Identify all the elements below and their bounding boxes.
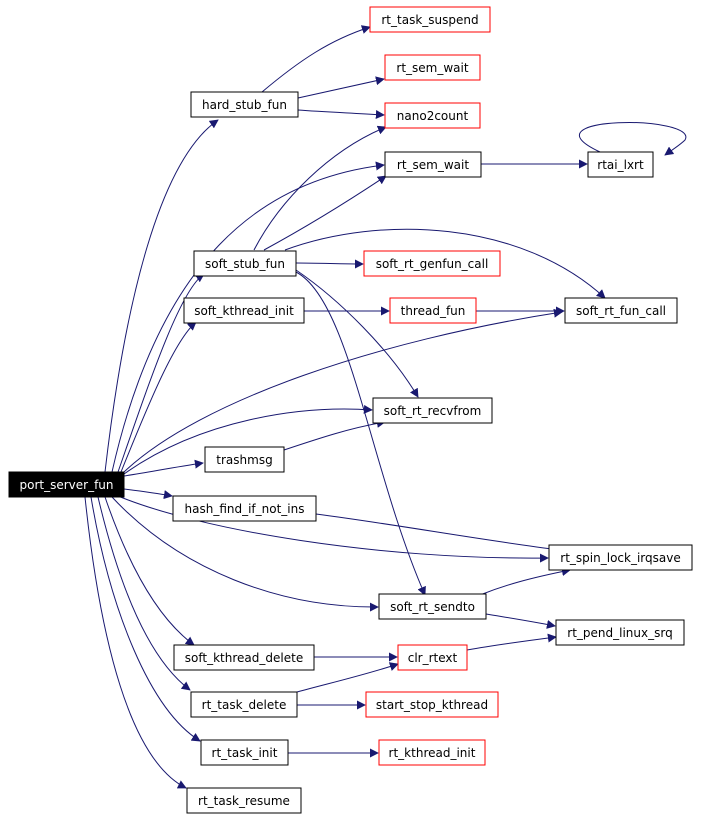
svg-text:clr_rtext: clr_rtext: [408, 651, 458, 665]
svg-text:hard_stub_fun: hard_stub_fun: [202, 98, 287, 112]
node-soft-rt-fun-call[interactable]: soft_rt_fun_call: [564, 297, 678, 324]
edge-port-to-soft-rt-sendto: [111, 496, 379, 612]
svg-text:rt_pend_linux_srq: rt_pend_linux_srq: [567, 626, 672, 640]
node-rt-task-suspend[interactable]: rt_task_suspend: [369, 6, 491, 33]
edge-trashmsg-to-soft-rt-recvfrom: [283, 418, 386, 451]
edge-port-to-trashmsg: [123, 459, 204, 477]
edge-soft-stub-to-rt-sem-wait-2: [263, 175, 387, 251]
node-rt-task-resume[interactable]: rt_task_resume: [186, 787, 302, 814]
edge-port-to-soft-rt-fun-call: [123, 308, 563, 473]
node-hash-find-if-not-ins[interactable]: hash_find_if_not_ins: [172, 495, 317, 522]
node-soft-rt-recvfrom[interactable]: soft_rt_recvfrom: [372, 397, 493, 424]
node-clr-rtext[interactable]: clr_rtext: [397, 644, 468, 671]
edge-port-to-rt-sem-wait-2: [111, 161, 385, 473]
svg-text:soft_stub_fun: soft_stub_fun: [205, 257, 285, 271]
edge-port-to-rt-task-init: [90, 496, 201, 742]
edge-soft-stub-to-soft-rt-recvfrom: [295, 269, 419, 398]
node-thread-fun[interactable]: thread_fun: [389, 297, 477, 324]
edge-soft-stub-to-soft-rt-genfun-call: [295, 259, 364, 269]
svg-text:rt_task_init: rt_task_init: [212, 746, 278, 760]
node-rt-pend-linux-srq[interactable]: rt_pend_linux_srq: [555, 619, 685, 646]
edge-sendto-to-rt-pend-linux-srq: [485, 613, 556, 629]
node-trashmsg[interactable]: trashmsg: [204, 446, 285, 473]
node-soft-kthread-delete[interactable]: soft_kthread_delete: [173, 644, 315, 671]
svg-text:rt_task_resume: rt_task_resume: [198, 794, 290, 808]
node-rt-task-init[interactable]: rt_task_init: [200, 739, 289, 766]
svg-text:start_stop_kthread: start_stop_kthread: [376, 698, 488, 712]
edge-port-to-hard-stub: [104, 119, 219, 473]
svg-text:soft_rt_genfun_call: soft_rt_genfun_call: [376, 257, 489, 271]
edge-port-to-hash-find: [123, 488, 173, 500]
edge-hard-stub-to-rt-sem-wait-1: [297, 76, 385, 99]
node-rtai-lxrt[interactable]: rtai_lxrt: [587, 151, 654, 178]
edge-hard-stub-to-rt-task-suspend: [261, 25, 371, 93]
node-soft-kthread-init[interactable]: soft_kthread_init: [183, 297, 305, 324]
svg-text:trashmsg: trashmsg: [216, 453, 272, 467]
svg-text:rt_task_delete: rt_task_delete: [202, 698, 287, 712]
node-rt-task-delete[interactable]: rt_task_delete: [190, 691, 298, 718]
edge-soft-stub-to-nano2count: [253, 125, 387, 251]
edge-port-to-rt-task-delete: [97, 496, 191, 691]
node-nano2count[interactable]: nano2count: [384, 102, 481, 129]
edge-port-to-rt-task-resume: [84, 496, 187, 789]
svg-text:rtai_lxrt: rtai_lxrt: [597, 158, 644, 172]
edge-rt-task-delete-to-clr-rtext: [296, 662, 399, 693]
node-rt-sem-wait-2[interactable]: rt_sem_wait: [384, 151, 482, 178]
node-soft-stub-fun[interactable]: soft_stub_fun: [193, 250, 297, 277]
svg-text:rt_sem_wait: rt_sem_wait: [396, 61, 468, 75]
svg-text:soft_kthread_delete: soft_kthread_delete: [185, 651, 303, 665]
svg-text:soft_rt_fun_call: soft_rt_fun_call: [576, 304, 666, 318]
node-rt-spin-lock-irqsave[interactable]: rt_spin_lock_irqsave: [548, 544, 693, 571]
svg-text:soft_rt_recvfrom: soft_rt_recvfrom: [384, 404, 482, 418]
node-hard-stub-fun[interactable]: hard_stub_fun: [190, 91, 299, 118]
edge-port-to-soft-kthread-init: [120, 321, 197, 473]
edge-port-to-soft-stub: [117, 273, 205, 473]
edge-soft-stub-to-soft-rt-sendto: [295, 271, 426, 596]
node-soft-rt-genfun-call[interactable]: soft_rt_genfun_call: [363, 250, 501, 277]
edge-port-to-soft-rt-recvfrom: [123, 404, 373, 475]
svg-text:rt_kthread_init: rt_kthread_init: [389, 746, 476, 760]
node-rt-sem-wait-1[interactable]: rt_sem_wait: [384, 54, 481, 81]
edge-hash-find-to-rt-spin-lock: [315, 513, 561, 554]
svg-text:rt_task_suspend: rt_task_suspend: [381, 13, 478, 27]
edge-port-to-rt-spin-lock: [117, 495, 549, 563]
node-start-stop-kthread[interactable]: start_stop_kthread: [365, 691, 499, 718]
svg-text:thread_fun: thread_fun: [401, 304, 466, 318]
edge-port-to-soft-kthread-delete: [104, 496, 195, 646]
edge-rtai-lxrt-self-loop: [579, 122, 687, 156]
svg-text:rt_sem_wait: rt_sem_wait: [397, 158, 469, 172]
node-rt-kthread-init[interactable]: rt_kthread_init: [378, 739, 486, 766]
svg-text:hash_find_if_not_ins: hash_find_if_not_ins: [185, 502, 305, 516]
node-soft-rt-sendto[interactable]: soft_rt_sendto: [378, 593, 487, 620]
edge-soft-stub-to-soft-rt-fun-call: [284, 228, 606, 299]
edge-clr-rtext-to-rt-pend-linux-srq: [466, 633, 557, 651]
node-port-server-fun[interactable]: port_server_fun: [8, 471, 125, 498]
svg-text:soft_kthread_init: soft_kthread_init: [194, 304, 294, 318]
edge-sendto-to-rt-spin-lock: [479, 567, 571, 596]
svg-text:soft_rt_sendto: soft_rt_sendto: [390, 600, 475, 614]
edge-hard-stub-to-nano2count: [297, 109, 385, 119]
svg-text:rt_spin_lock_irqsave: rt_spin_lock_irqsave: [560, 551, 680, 565]
svg-text:nano2count: nano2count: [397, 109, 469, 123]
svg-text:port_server_fun: port_server_fun: [19, 478, 113, 492]
